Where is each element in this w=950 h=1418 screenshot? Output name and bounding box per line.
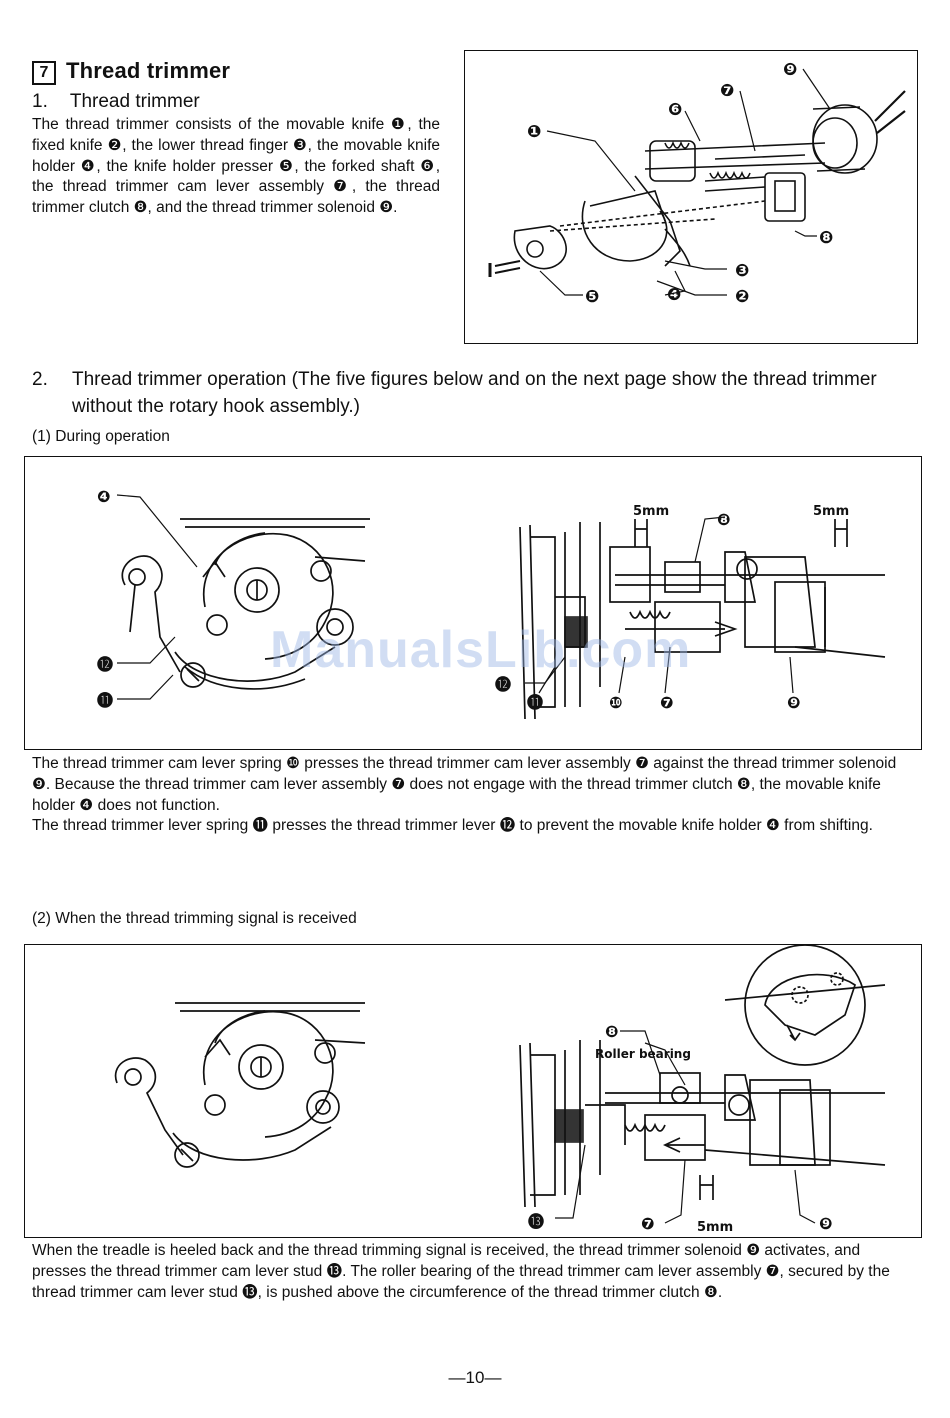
svg-text:❹: ❹	[667, 285, 681, 305]
svg-text:❼: ❼	[660, 693, 674, 712]
roller-bearing-label: Roller bearing	[595, 1047, 691, 1061]
svg-text:5mm: 5mm	[633, 504, 669, 519]
svg-text:❽: ❽	[717, 510, 731, 529]
svg-text:⓬: ⓬	[495, 675, 511, 694]
svg-text:❻: ❻	[668, 100, 682, 120]
subsection-2-number: 2.	[32, 369, 48, 390]
svg-text:❽: ❽	[605, 1022, 619, 1041]
subsection-1-heading: 1. Thread trimmer	[32, 91, 200, 113]
svg-text:❼: ❼	[641, 1214, 655, 1233]
svg-text:⓫: ⓫	[527, 693, 543, 712]
svg-text:❸: ❸	[735, 261, 749, 281]
svg-text:❹: ❹	[97, 487, 111, 506]
subsection-2-heading: 2. Thread trimmer operation (The five fi…	[32, 366, 922, 420]
subsection-1-number: 1.	[32, 91, 48, 112]
operation-2-label: (2) When the thread trimming signal is r…	[32, 910, 357, 927]
operation-2-description: When the treadle is heeled back and the …	[32, 1242, 890, 1301]
trimming-signal-illustration: ❽ ⓭ ❼ ❾ Roller bearing 5mm	[114, 945, 886, 1235]
exploded-view-illustration: ❶ ❷ ❸ ❹ ❺ ❻ ❼ ❽ ❾	[488, 60, 906, 307]
svg-text:❽: ❽	[819, 228, 833, 248]
section-title: 7 Thread trimmer	[32, 58, 230, 85]
subsection-2-title: Thread trimmer operation (The five figur…	[72, 369, 877, 417]
page-number: —10—	[448, 1368, 502, 1387]
operation-1-label: (1) During operation	[32, 428, 170, 445]
subsection-1-paragraph: The thread trimmer consists of the movab…	[32, 116, 440, 217]
svg-text:❾: ❾	[783, 60, 797, 80]
watermark-text: ManualsLib.com	[270, 621, 692, 679]
section-number-box: 7	[32, 61, 56, 85]
figure-exploded-view: ❶ ❷ ❸ ❹ ❺ ❻ ❼ ❽ ❾	[464, 50, 918, 344]
svg-text:❾: ❾	[787, 693, 801, 712]
operation-1-description: The thread trimmer cam lever spring ❿ pr…	[32, 755, 897, 835]
svg-text:❼: ❼	[720, 81, 734, 101]
svg-text:❺: ❺	[585, 287, 599, 307]
subsection-1-title: Thread trimmer	[69, 91, 200, 112]
svg-text:⓫: ⓫	[97, 691, 113, 710]
svg-text:⓬: ⓬	[97, 655, 113, 674]
svg-text:5mm: 5mm	[813, 504, 849, 519]
svg-text:⓭: ⓭	[528, 1212, 544, 1231]
svg-text:❿: ❿	[609, 693, 623, 712]
svg-text:5mm: 5mm	[697, 1220, 733, 1235]
figure-during-operation: ❹ ⓬ ⓫ ❽ ⓬ ⓫ ❿ ❼ ❾ 5mm 5mm	[24, 456, 922, 750]
during-operation-illustration: ❹ ⓬ ⓫ ❽ ⓬ ⓫ ❿ ❼ ❾ 5mm 5mm	[97, 487, 886, 720]
section-title-text: Thread trimmer	[66, 58, 231, 83]
figure-trimming-signal: ❽ ⓭ ❼ ❾ Roller bearing 5mm	[24, 944, 922, 1238]
svg-text:❾: ❾	[819, 1214, 833, 1233]
svg-text:❶: ❶	[527, 122, 541, 142]
svg-text:❷: ❷	[735, 287, 749, 307]
